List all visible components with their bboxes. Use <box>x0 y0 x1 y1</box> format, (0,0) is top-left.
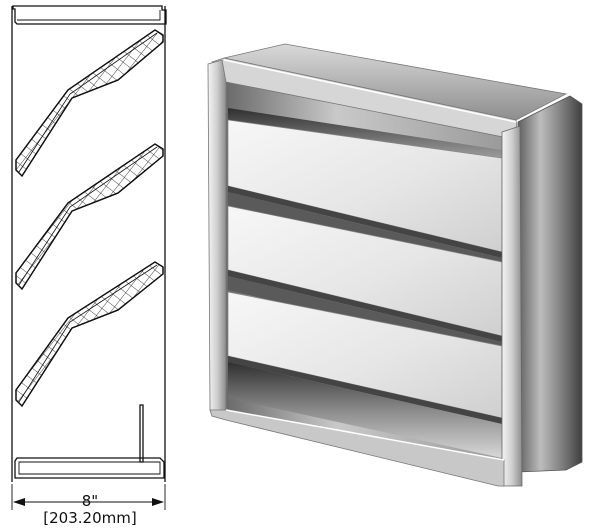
louver-render <box>207 43 583 487</box>
blade-section-1 <box>15 29 164 178</box>
top-channel <box>12 5 167 25</box>
dimension-label-millimeters: [203.20mm] <box>43 509 137 527</box>
frame-left-stile <box>207 59 227 413</box>
bottom-channel <box>14 457 165 479</box>
blade-section-2 <box>15 143 164 291</box>
frame-right-stile <box>501 125 523 487</box>
blade-section-3 <box>15 261 164 408</box>
frame-right-depth <box>517 95 583 473</box>
blade-3-edge <box>228 356 502 424</box>
dimension-label-inches: 8" <box>81 492 99 510</box>
bottom-interior <box>228 362 502 458</box>
dimension-arrow-left <box>13 498 25 506</box>
section-view <box>11 5 167 510</box>
blade-1-edge <box>228 186 502 258</box>
blade-stop <box>139 404 144 463</box>
blade-2-edge <box>228 270 502 342</box>
dimension-arrow-right <box>152 498 164 506</box>
